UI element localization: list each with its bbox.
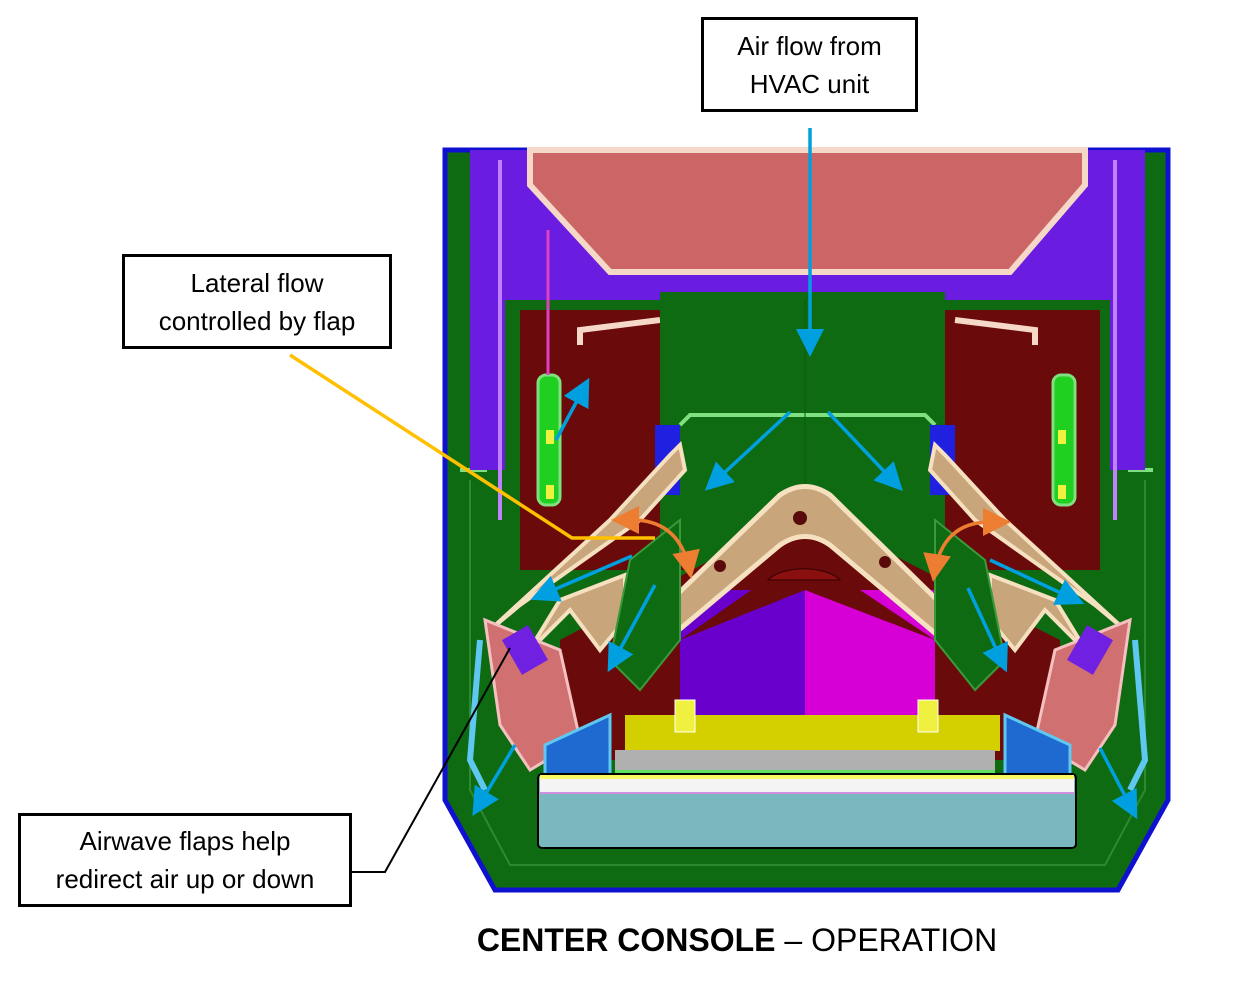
callout-text: Lateral flow [190, 267, 324, 298]
hvac-outlet-block [527, 147, 1088, 275]
callout-lateral-flow: Lateral flow controlled by flap [122, 254, 392, 349]
lateral-leader-line [289, 353, 655, 540]
right-flap-rotation-arrow [923, 508, 1011, 582]
airflow-arrow-center-left [704, 410, 792, 491]
title-rest: – OPERATION [775, 922, 998, 958]
airflow-arrow-right-down [1098, 747, 1138, 820]
callout-text: controlled by flap [158, 305, 356, 336]
callout-text: HVAC unit [749, 68, 870, 99]
callout-text: redirect air up or down [55, 864, 315, 894]
callout-text: Air flow from [737, 30, 882, 61]
callout-text: Airwave flaps help [79, 826, 291, 856]
callout-airwave-flaps: Airwave flaps help redirect air up or dow… [18, 813, 352, 907]
airflow-arrow-upper-left [554, 377, 590, 441]
airwave-leader-line [352, 647, 511, 873]
left-flap-rotation-arrow [611, 506, 700, 579]
title-bold: CENTER CONSOLE [476, 922, 776, 958]
gray-plate [615, 750, 995, 772]
airflow-arrow-right-inner [966, 587, 1008, 673]
diagram-title: CENTER CONSOLE – OPERATION [0, 922, 1238, 959]
airflow-arrow-left-down [472, 744, 517, 817]
airflow-arrow-center-right [826, 410, 903, 492]
airflow-arrow-left-inner [607, 584, 657, 673]
